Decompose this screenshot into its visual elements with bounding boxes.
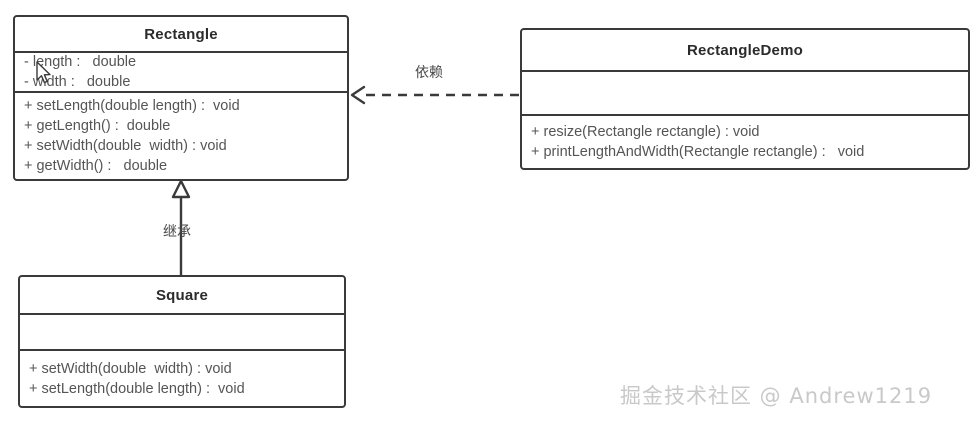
class-attributes-rectangle: - length : double - width : double <box>15 53 347 93</box>
relationship-label-inheritance: 继承 <box>163 224 191 240</box>
operation-row: + setWidth(double width) : void <box>24 138 227 154</box>
operation-row: + setWidth(double width) : void <box>29 360 232 377</box>
watermark-text: 掘金技术社区 @ Andrew1219 <box>620 384 933 408</box>
class-name-square: Square <box>20 277 344 315</box>
relationship-label-dependency: 依赖 <box>415 65 443 81</box>
class-operations-rectangledemo: + resize(Rectangle rectangle) : void + p… <box>522 116 968 168</box>
class-attributes-square <box>20 315 344 351</box>
operation-row: + resize(Rectangle rectangle) : void <box>531 124 760 140</box>
class-attributes-rectangledemo <box>522 72 968 116</box>
dependency-arrowhead <box>350 85 366 105</box>
class-name-rectangle: Rectangle <box>15 17 347 53</box>
uml-class-rectangledemo[interactable]: RectangleDemo + resize(Rectangle rectang… <box>520 28 970 170</box>
dependency-connector <box>350 85 519 105</box>
class-name-rectangledemo: RectangleDemo <box>522 30 968 72</box>
class-operations-square: + setWidth(double width) : void + setLen… <box>20 351 344 406</box>
class-operations-rectangle: + setLength(double length) : void + getL… <box>15 93 347 179</box>
attribute-row: - width : double <box>24 74 131 90</box>
operation-row: + setLength(double length) : void <box>29 380 245 397</box>
attribute-row: - length : double <box>24 54 137 70</box>
operation-row: + printLengthAndWidth(Rectangle rectangl… <box>531 144 865 160</box>
uml-class-square[interactable]: Square + setWidth(double width) : void +… <box>18 275 346 408</box>
operation-row: + setLength(double length) : void <box>24 98 240 114</box>
operation-row: + getWidth() : double <box>24 158 168 174</box>
mouse-pointer-cursor <box>36 61 51 84</box>
operation-row: + getLength() : double <box>24 118 171 134</box>
uml-class-rectangle[interactable]: Rectangle - length : double - width : do… <box>13 15 349 181</box>
inheritance-arrowhead <box>171 179 191 199</box>
